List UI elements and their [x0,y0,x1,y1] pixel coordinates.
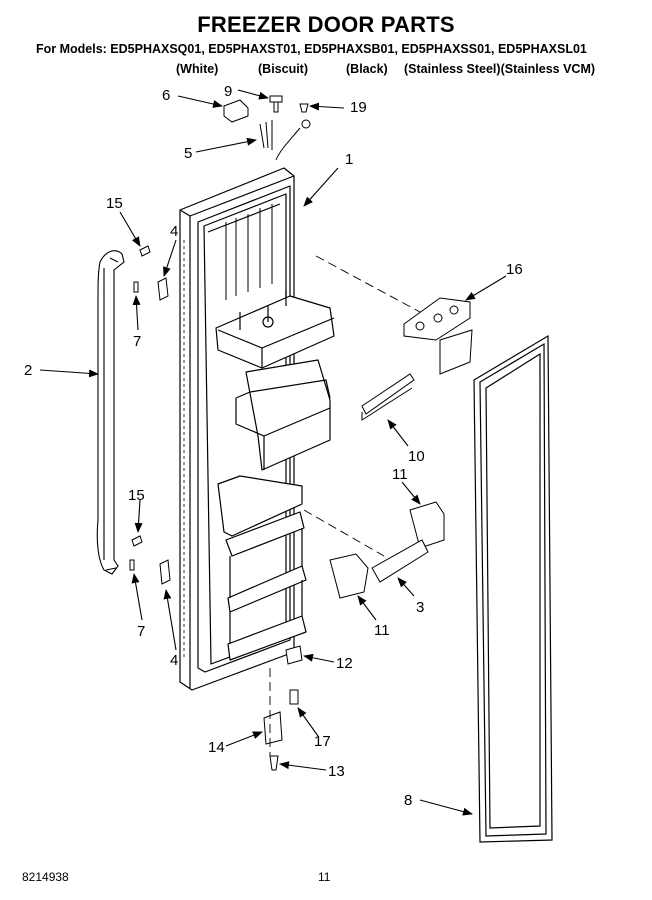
callout-9: 9 [224,83,232,100]
callout-7-lower: 7 [137,623,145,640]
callout-13: 13 [328,763,345,780]
callout-8: 8 [404,792,412,809]
page-title: FREEZER DOOR PARTS [197,12,455,37]
callout-12: 12 [336,655,353,672]
callout-6: 6 [162,87,170,104]
callout-3: 3 [416,599,424,616]
callout-11-upper: 11 [392,466,408,483]
callout-19: 19 [350,99,367,116]
callout-2: 2 [24,362,32,379]
callout-15-upper: 15 [106,195,123,212]
callout-14: 14 [208,739,225,756]
callout-11-lower: 11 [374,622,390,639]
page-number: 11 [318,870,331,884]
callout-16: 16 [506,261,523,278]
variant-white: (White) [176,62,219,76]
variant-stainless: (Stainless Steel)(Stainless VCM) [404,62,596,76]
callout-7-upper: 7 [133,333,141,350]
alignment-lines [269,255,421,756]
callout-labels: 1 2 3 4 4 5 6 7 7 8 9 10 11 11 12 13 14 … [24,83,523,809]
callout-1: 1 [345,151,353,168]
callout-4-lower: 4 [170,652,178,669]
variant-black: (Black) [346,62,388,76]
callout-17: 17 [314,733,331,750]
door-gasket [473,334,553,843]
variant-biscuit: (Biscuit) [258,62,308,76]
hardware-parts [129,95,473,771]
door-panel [179,167,335,691]
document-number: 8214938 [22,870,69,884]
callout-15-lower: 15 [128,487,145,504]
callout-leaders [39,89,507,816]
callout-10: 10 [408,448,425,465]
door-handle [96,250,125,575]
callout-4-upper: 4 [170,223,178,240]
model-list: For Models: ED5PHAXSQ01, ED5PHAXST01, ED… [36,42,587,56]
callout-5: 5 [184,145,192,162]
